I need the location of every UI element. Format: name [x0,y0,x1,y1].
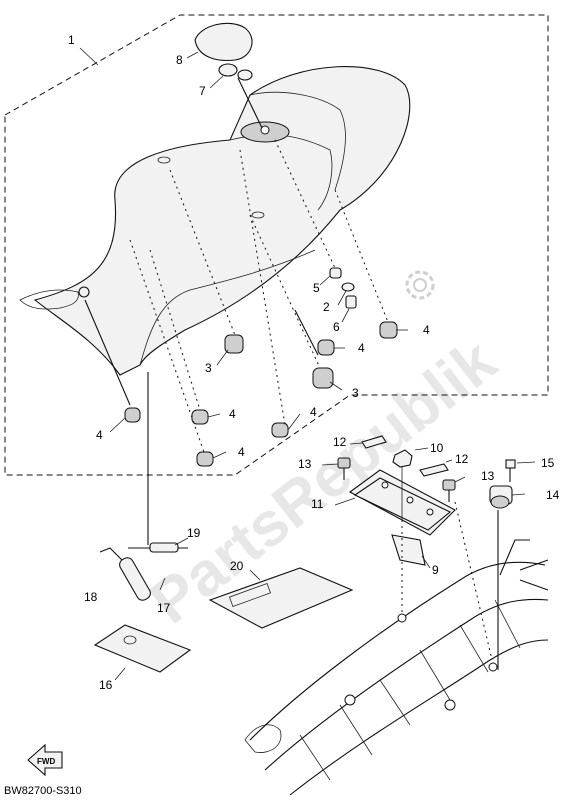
part-9-plate [391,534,431,569]
damper-leaders [109,329,408,459]
callout-18: 18 [84,590,98,604]
part-15-bolt [505,459,536,482]
part-17-handle [119,557,166,601]
callout-12b: 12 [455,452,469,466]
callout-19: 19 [187,526,201,540]
seat [19,66,411,376]
part-10-nut [392,447,429,520]
callout-15: 15 [541,456,555,470]
callout-2: 2 [323,300,330,314]
callout-13b: 13 [481,469,495,483]
part-8-pad [194,22,253,62]
part-7-washer [209,63,263,129]
alignment-lines [84,139,389,545]
callout-9: 9 [432,563,439,577]
callout-4d: 4 [310,405,317,419]
callout-20: 20 [230,559,244,573]
part-2-washer [337,282,355,306]
callout-4b: 4 [358,341,365,355]
callout-14: 14 [546,488,560,502]
dampers [124,321,398,467]
part-5-bushing [319,267,342,286]
callout-3b: 3 [352,386,359,400]
part-12-label [349,435,453,477]
part-14-holder [489,485,526,509]
gear-icon [405,270,435,300]
callout-13a: 13 [298,457,312,471]
part-16-pouch [93,624,192,673]
callout-5: 5 [313,281,320,295]
fwd-label: FWD [37,757,55,766]
diagram-code: BW82700-S310 [4,785,82,797]
part-19-screwdriver [128,537,189,553]
callouts: 1 8 7 5 2 6 4 4 3 3 4 4 4 4 12 10 12 15 … [68,33,560,692]
part-11-bracket [334,469,456,536]
part-6-bolt [341,295,357,323]
callout-4c: 4 [229,407,236,421]
part-20-toolbag [208,567,354,629]
callout-4a: 4 [423,323,430,337]
callout-8: 8 [176,53,183,67]
frame [244,501,549,796]
callout-16: 16 [99,678,113,692]
assembly-boundary [4,14,549,476]
leader-1 [79,47,99,66]
callout-10: 10 [430,441,444,455]
callout-1: 1 [68,33,75,47]
part-13-bolt [321,457,466,502]
fwd-arrow-icon: FWD [27,743,63,777]
callout-12a: 12 [333,435,347,449]
callout-11: 11 [311,497,324,511]
callout-7: 7 [199,84,206,98]
callout-4f: 4 [238,445,245,459]
callout-4e: 4 [96,428,103,442]
callout-3a: 3 [205,361,212,375]
callout-6: 6 [333,320,340,334]
callout-17: 17 [157,601,171,615]
